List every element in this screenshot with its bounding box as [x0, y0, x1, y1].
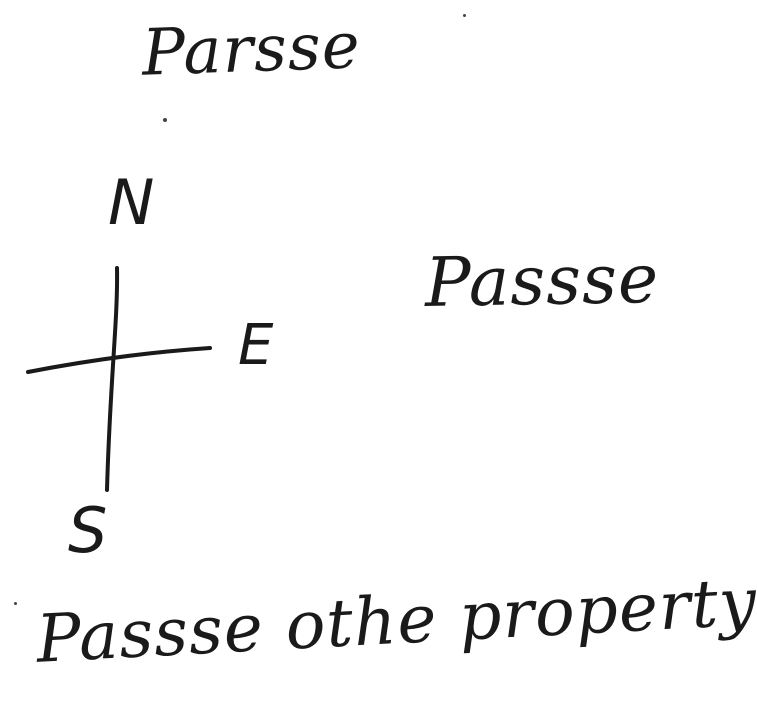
ink-speck [463, 14, 466, 17]
compass-east-label: E [238, 313, 274, 378]
ink-speck [163, 118, 167, 122]
ink-speck [14, 602, 17, 605]
handwritten-word-right: Passse [424, 239, 660, 324]
compass-north-label: N [108, 166, 155, 239]
handwritten-word-top: Parsse [140, 9, 362, 91]
handwritten-phrase-bottom: Passse othe property [34, 563, 757, 678]
compass-south-label: S [68, 494, 108, 567]
